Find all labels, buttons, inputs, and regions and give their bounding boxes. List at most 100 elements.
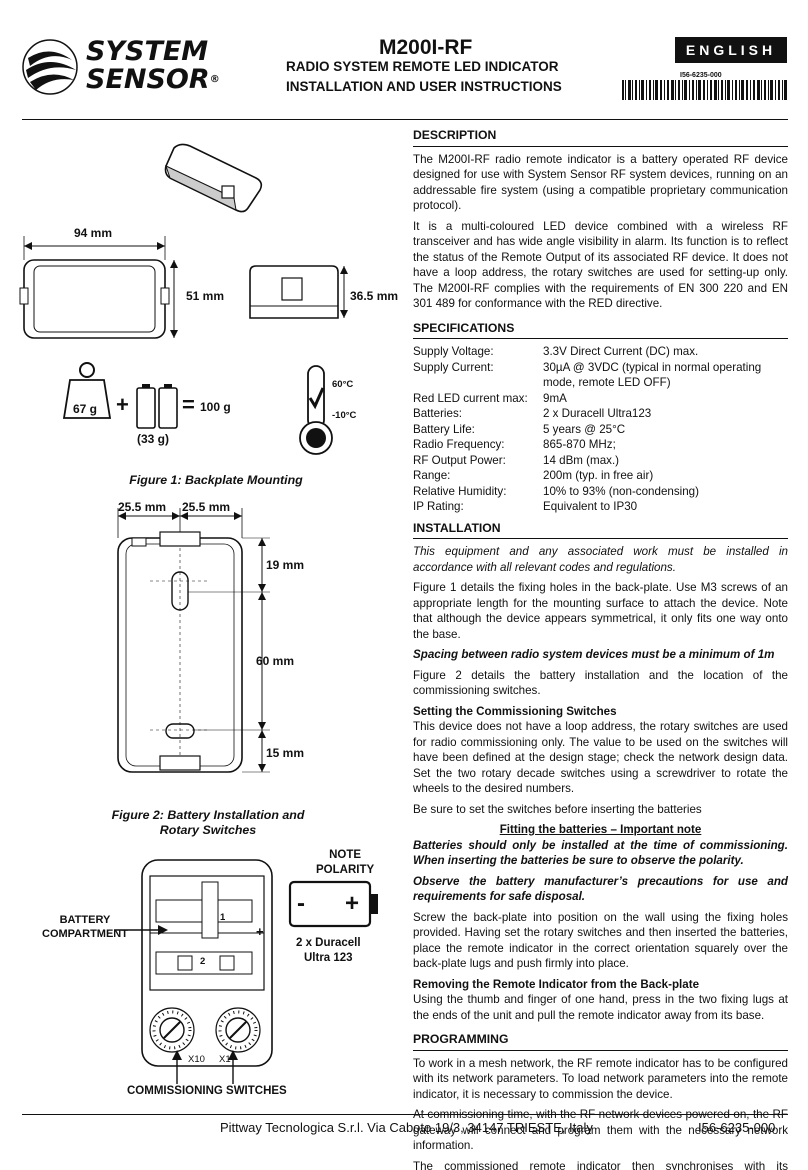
battery-note-heading: Fitting the batteries – Important note [499,823,702,836]
spec-key: Relative Humidity: [413,484,507,498]
device-front-drawing [19,236,178,339]
spec-row: Red LED current max:9mA [413,391,788,407]
temp-low-label: -10°C [332,410,357,421]
switches-arrows-icon [172,1050,238,1084]
removing-subheading: Removing the Remote Indicator from the B… [413,977,700,991]
note-line2: POLARITY [316,864,375,876]
spec-key: Radio Frequency: [413,438,505,451]
language-badge: ENGLISH [675,37,787,63]
battery-type-line2: Ultra 123 [303,952,353,964]
subtitle-line1: RADIO SYSTEM REMOTE LED INDICATOR [286,59,559,74]
brand-logo: SYSTEM SENSOR® [20,36,250,102]
dim-depth-label: 36.5 mm [350,289,399,303]
dim-width-label: 94 mm [74,226,113,240]
fig1-dim-mid-label: 60 mm [256,654,295,668]
weight-device-label: 67 g [73,402,98,416]
spec-key: Range: [413,469,451,482]
battery-note2: Observe the battery manufacturer’s preca… [413,874,788,904]
spec-row: Battery Life: 5 years @ 25°C [413,422,788,438]
spec-key: Batteries: [413,407,462,420]
switch-x1-label: X1 [219,1054,231,1065]
spec-row: RF Output Power:14 dBm (max.) [413,453,788,469]
note-line1: NOTE [329,849,362,861]
note-polarity-label: NOTE POLARITY [316,848,374,878]
weight-icon [62,362,112,419]
spec-key: Red LED current max: [413,391,528,405]
thermometer-icon [299,365,333,455]
spec-key: Supply Current: [413,360,494,374]
spec-key: RF Output Power: [413,453,506,467]
figure1-title: Figure 1: Backplate Mounting [129,473,303,487]
device-perspective-drawing [164,143,263,213]
slot-plus-label: + [256,924,264,939]
spec-row: Supply Voltage:3.3V Direct Current (DC) … [413,344,788,360]
battery-note1: Batteries should only be installed at th… [413,838,788,868]
programming-p1: To work in a mesh network, the RF remote… [413,1056,788,1101]
installation-p1: Figure 1 details the fixing holes in the… [413,581,788,641]
compartment-arrow-icon [114,925,168,935]
installation-warning: This equipment and any associated work m… [413,545,788,574]
fig1-dim-left-label: 25.5 mm [118,500,167,514]
spec-value: 3.3V Direct Current (DC) max. [543,345,699,358]
registered-mark: ® [209,74,220,85]
battery-compartment-drawing [141,859,273,1067]
programming-heading: PROGRAMMING [413,1028,788,1051]
slot1-label: 1 [220,912,226,923]
figure2-title-line1: Figure 2: Battery Installation and [111,808,305,822]
spec-value: 10% to 93% (non-condensing) [543,484,699,498]
logo-word-sensor: SENSOR® [86,64,220,95]
fig1-dim-right-label: 25.5 mm [182,500,231,514]
figure2-title-line2: Rotary Switches [159,823,257,837]
plus-sign: + [116,392,129,417]
installation-p3: This device does not have a loop address… [413,720,788,795]
spec-value: 5 years @ 25°C [543,422,626,436]
spec-row: IP Rating: Equivalent to IP30 [413,499,788,515]
subtitle-line2: INSTALLATION AND USER INSTRUCTIONS [286,79,562,94]
installation-p5: Screw the back-plate into position on th… [413,910,788,971]
battery-type-label: 2 x Duracell Ultra 123 [296,936,361,966]
battery-type-line1: 2 x Duracell [296,937,361,949]
description-heading: DESCRIPTION [413,124,788,147]
commissioning-subheading: Setting the Commissioning Switches [413,704,617,718]
header-divider [22,119,788,120]
polarity-minus: - [297,890,305,917]
device-side-drawing [249,265,348,319]
text-column: DESCRIPTION The M200I-RF radio remote in… [413,124,788,1170]
polarity-battery-icon [288,880,378,928]
backplate-drawing [117,508,270,773]
compartment-label-line2: COMPARTMENT [42,928,128,940]
footer-address: Pittway Tecnologica S.r.l. Via Caboto 19… [220,1120,593,1135]
logo-swirl-icon [22,39,78,95]
switch-x10-label: X10 [188,1054,205,1065]
installation-p2: Figure 2 details the battery installatio… [413,668,788,698]
description-p1: The M200I-RF radio remote indicator is a… [413,152,788,213]
installation-heading: INSTALLATION [413,517,788,539]
spec-row: Relative Humidity: 10% to 93% (non-conden… [413,484,788,500]
footer-doc-code: I56-6235-000 [698,1120,776,1135]
spec-key: IP Rating: [413,500,464,513]
spec-value: 2 x Duracell Ultra123 [543,407,652,420]
installation-p4: Be sure to set the switches before inser… [413,802,702,816]
dim-height-label: 51 mm [186,289,225,303]
barcode-icon [622,80,787,100]
spec-row: Radio Frequency: 865-870 MHz; [413,437,788,453]
installation-p6: Using the thumb and finger of one hand, … [413,993,788,1022]
spec-value: 865-870 MHz; [543,438,616,451]
switches-label: COMMISSIONING SWITCHES [127,1085,287,1097]
slot2-label: 2 [200,956,206,967]
specifications-heading: SPECIFICATIONS [413,317,788,339]
spec-value: 30µA @ 3VDC (typical in normal operating… [543,360,762,390]
compartment-label-line1: BATTERY [59,914,111,926]
fig1-dim-bottom-label: 15 mm [266,746,305,760]
equals-sign: = [182,392,195,417]
polarity-plus: + [345,890,360,917]
spec-value: Equivalent to IP30 [543,500,638,513]
compartment-label: BATTERY COMPARTMENT [42,913,128,941]
spacing-note: Spacing between radio system devices mus… [413,648,775,661]
spec-key: Battery Life: [413,422,475,436]
spec-value: 200m (typ. in free air) [543,469,654,482]
product-title: M200I-RF [379,36,473,59]
spec-table: Supply Voltage:3.3V Direct Current (DC) … [413,344,788,515]
temp-high-label: 60°C [332,379,354,390]
logo-word-system: SYSTEM [86,36,209,67]
